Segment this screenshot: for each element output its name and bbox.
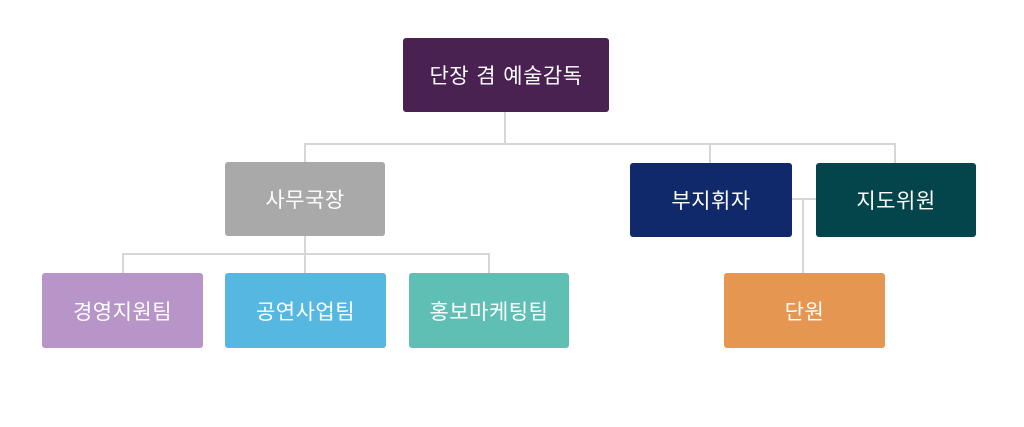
connector-performance-up [304,253,306,273]
members-label: 단원 [784,299,825,324]
connector-vice-conductor-up [709,143,711,163]
connector-marketing-up [488,253,490,273]
marketing-team-box: 홍보마케팅팀 [409,273,569,348]
vice-conductor-box: 부지휘자 [630,163,792,237]
vice-conductor-label: 부지휘자 [671,189,751,213]
connector-members-horizontal [792,198,816,200]
director-box: 단장 겸 예술감독 [403,38,609,112]
connector-members-vertical [802,198,804,273]
management-team-label: 경영지원팀 [72,299,173,324]
connector-secretary-up [304,143,306,162]
members-box: 단원 [724,273,885,348]
performance-team-label: 공연사업팀 [255,299,356,324]
connector-secretary-down [304,236,306,254]
instructor-box: 지도위원 [816,163,976,237]
connector-teams-horizontal [122,253,490,255]
connector-director-down [504,112,506,144]
connector-management-up [122,253,124,273]
performance-team-box: 공연사업팀 [225,273,386,348]
connector-instructor-up [894,143,896,163]
director-label: 단장 겸 예술감독 [429,64,583,88]
instructor-label: 지도위원 [856,189,936,213]
secretary-general-label: 사무국장 [265,188,345,212]
connector-level1-horizontal [304,143,896,145]
marketing-team-label: 홍보마케팅팀 [429,299,549,324]
secretary-general-box: 사무국장 [225,162,385,236]
management-team-box: 경영지원팀 [42,273,203,348]
